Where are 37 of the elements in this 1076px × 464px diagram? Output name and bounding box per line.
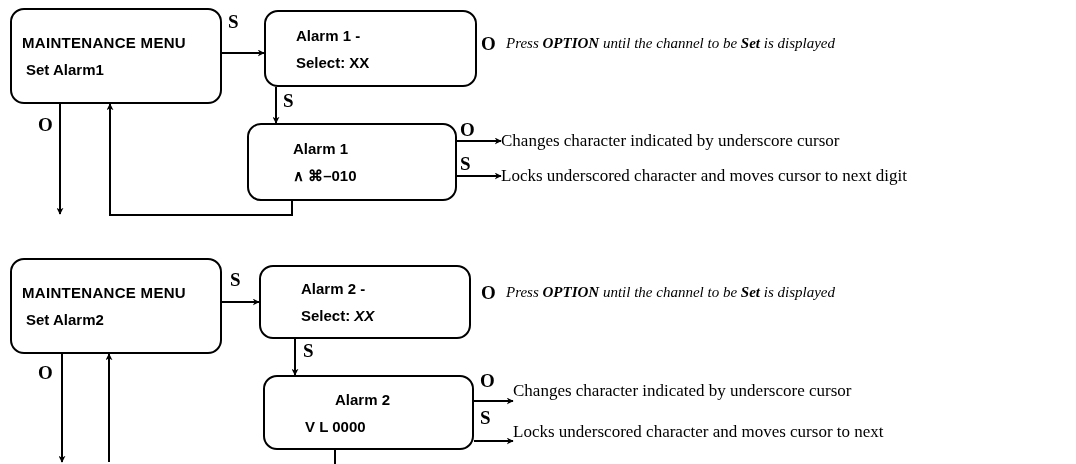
- display-text: ∧ ⌘–010: [292, 166, 358, 185]
- display-text: Alarm 2: [334, 390, 392, 408]
- arrow: [456, 137, 502, 145]
- display-box: [10, 258, 222, 354]
- description-text: Changes character indicated by underscore cursor: [513, 381, 852, 401]
- display-text: Alarm 1: [292, 139, 350, 157]
- display-text: V L 0000: [304, 417, 367, 435]
- description-text: Locks underscored character and moves cursor to next digit: [501, 166, 907, 186]
- arrow: [272, 86, 280, 124]
- connector-line: [334, 449, 336, 464]
- display-box: [10, 8, 222, 104]
- arrow: [58, 353, 66, 463]
- display-text: Select: XX: [300, 307, 376, 324]
- display-text: MAINTENANCE MENU: [22, 34, 187, 51]
- arrow: [221, 298, 260, 306]
- display-text: Alarm 1 -: [295, 26, 362, 44]
- arrow: [105, 353, 113, 463]
- instruction-text: Press OPTION until the channel to be Set is displayed: [506, 284, 835, 301]
- arrow: [106, 103, 293, 216]
- display-text: Alarm 2 -: [300, 280, 367, 297]
- display-box: [259, 265, 471, 339]
- display-box: [264, 10, 477, 87]
- display-box: [263, 375, 474, 450]
- arrow: [221, 49, 265, 57]
- instruction-text: Press OPTION until the channel to be Set is displayed: [506, 35, 835, 52]
- description-text: Locks underscored character and moves cursor to next: [513, 422, 884, 442]
- display-text: Set Alarm2: [25, 311, 105, 328]
- display-box: [247, 123, 457, 201]
- display-text: Select: XX: [295, 53, 371, 71]
- arrow: [456, 172, 502, 180]
- description-text: Changes character indicated by underscore cursor: [501, 131, 840, 151]
- display-text: MAINTENANCE MENU: [22, 284, 187, 301]
- arrow: [473, 437, 514, 445]
- arrow: [291, 338, 299, 376]
- display-text: Set Alarm1: [25, 61, 105, 78]
- arrow: [473, 397, 514, 405]
- arrow: [56, 103, 64, 215]
